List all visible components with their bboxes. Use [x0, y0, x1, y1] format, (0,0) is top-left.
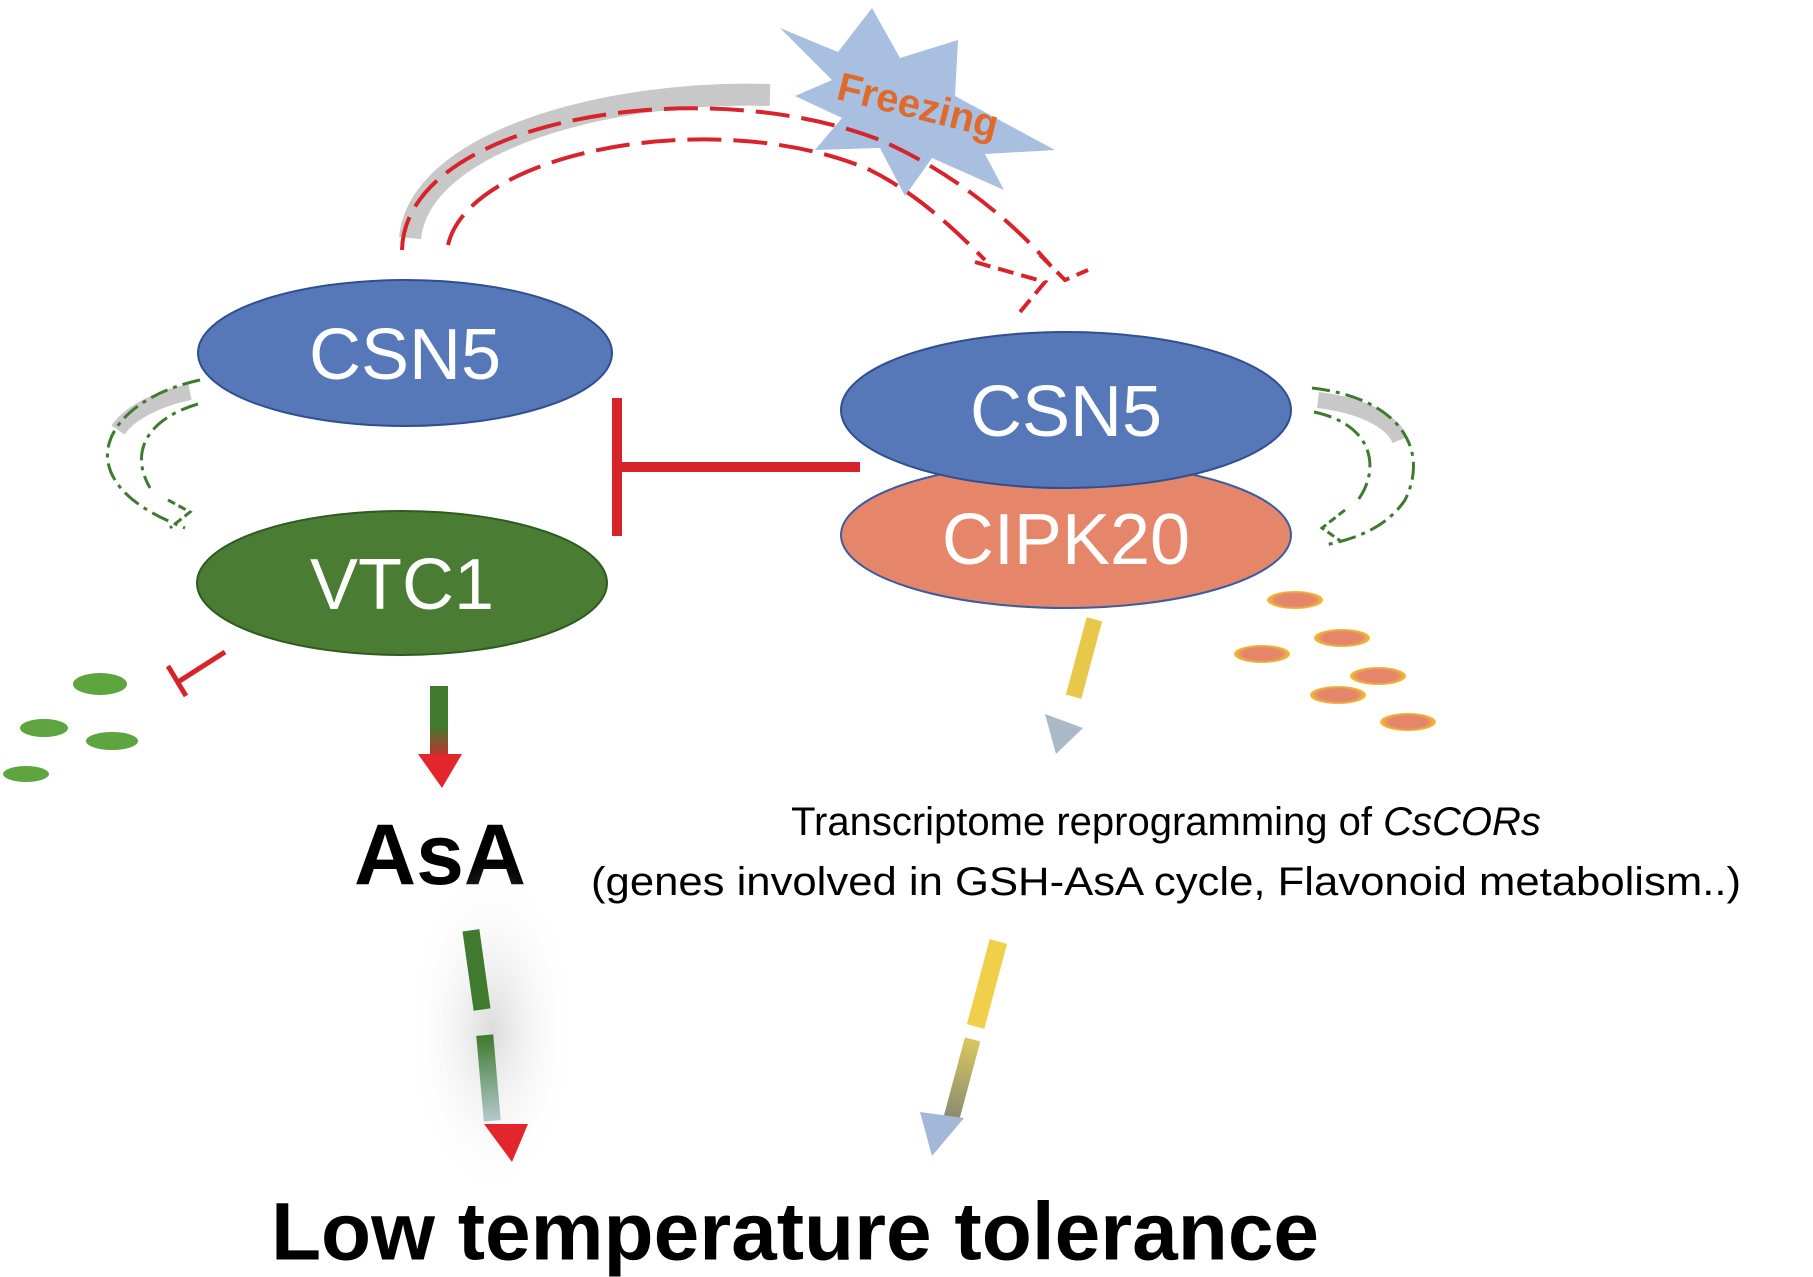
- translocation-arc-outer: [400, 106, 1052, 267]
- vtc1-to-asa-arrow: [418, 686, 462, 788]
- csn5-left-ellipse: [197, 279, 613, 427]
- csn5-right-ellipse: [840, 331, 1292, 489]
- orange-fragment: [1350, 667, 1406, 685]
- csn5-right-label: CSN5: [970, 372, 1162, 452]
- degradation-inhibit-bar: [165, 664, 189, 698]
- vtc1-label: VTC1: [310, 545, 494, 625]
- left-cycle-outer: [106, 378, 201, 530]
- transcriptome-prefix: Transcriptome reprogramming of: [791, 800, 1383, 844]
- left-cycle-grey: [111, 384, 192, 435]
- cipk20-degradation: [1234, 591, 1436, 731]
- green-fragment: [86, 732, 138, 750]
- asa-dash-1: [462, 929, 491, 1011]
- left-cycle-arrowhead: [167, 498, 193, 530]
- translocation-arc-grey: [399, 83, 771, 240]
- degradation-inhibit-line: [176, 649, 227, 685]
- left-interaction-arrow: [106, 378, 201, 530]
- transcriptome-line2: (genes involved in GSH-AsA cycle, Flavon…: [591, 860, 1741, 904]
- transcriptome-line1: Transcriptome reprogramming of CsCORs: [791, 800, 1541, 844]
- asa-arrow-glow: [407, 860, 577, 1200]
- cipk20-arrow-head: [1045, 714, 1083, 754]
- asa-dash-2: [476, 1034, 501, 1122]
- transcriptome-genes: CsCORs: [1383, 800, 1541, 844]
- csn5-left-label: CSN5: [309, 315, 501, 395]
- cipk20-to-transcriptome-arrow: [1045, 617, 1103, 754]
- orange-fragment: [1310, 686, 1366, 704]
- translocation-arc-inner: [446, 137, 987, 262]
- vtc1-asa-head: [418, 754, 462, 788]
- green-fragment: [3, 766, 49, 782]
- csn5-right-node: CSN5: [840, 331, 1292, 489]
- cipk20-node: CIPK20: [840, 461, 1292, 609]
- green-fragment: [20, 719, 68, 737]
- translocation-arrowhead: [974, 260, 1049, 314]
- freezing-burst-shape: [780, 8, 1055, 196]
- right-cycle-arrowhead: [1319, 508, 1346, 544]
- csn5-left-node: CSN5: [197, 279, 613, 427]
- transcriptome-tolerance-head: [920, 1112, 964, 1156]
- asa-tolerance-head: [484, 1124, 528, 1162]
- transcriptome-dash-2: [943, 1037, 981, 1121]
- right-cycle-inner: [1313, 410, 1372, 501]
- low-temperature-tolerance-label: Low temperature tolerance: [271, 1187, 1319, 1277]
- right-cycle-outer: [1311, 386, 1415, 547]
- asa-to-tolerance-arrow: [407, 860, 577, 1200]
- vtc1-ellipse: [196, 510, 608, 656]
- cipk20-label: CIPK20: [942, 500, 1190, 580]
- right-cycle-grey: [1316, 392, 1408, 444]
- vtc1-degradation: [3, 649, 227, 782]
- freezing-stimulus: Freezing: [780, 8, 1055, 196]
- orange-fragment: [1234, 645, 1290, 663]
- transcriptome-dash-1: [966, 939, 1008, 1029]
- cipk20-dash: [1065, 617, 1103, 699]
- right-interaction-arrow: [1311, 386, 1415, 547]
- orange-fragment: [1380, 713, 1436, 731]
- csn5-inhibition: [612, 398, 860, 536]
- vtc1-asa-shaft: [430, 686, 448, 760]
- left-cycle-inner: [139, 402, 199, 489]
- green-fragment: [73, 673, 127, 695]
- orange-fragment: [1267, 591, 1323, 609]
- translocation-arrowhead-tail: [1038, 253, 1089, 283]
- vtc1-node: VTC1: [196, 510, 608, 656]
- orange-fragment: [1314, 629, 1370, 647]
- transcriptome-to-tolerance-arrow: [920, 939, 1008, 1156]
- translocation-arrow: [399, 83, 1089, 314]
